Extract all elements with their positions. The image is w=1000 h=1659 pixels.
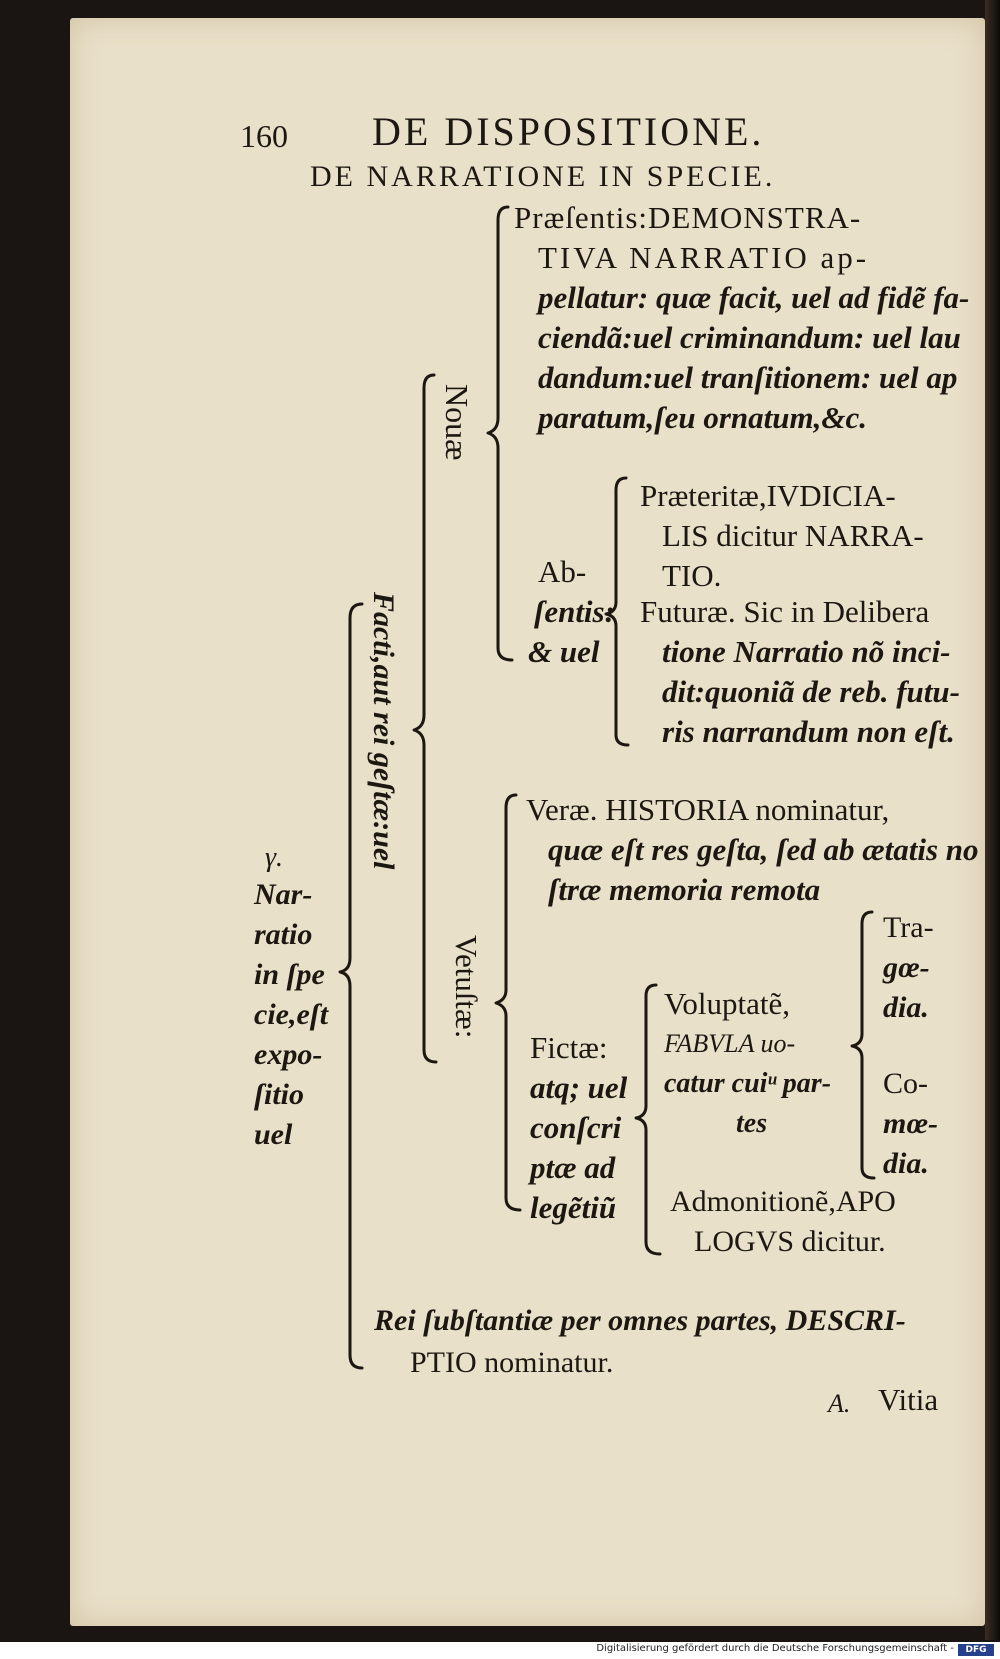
root-sigil: γ.: [265, 842, 284, 873]
futurae-line: tione Narratio nõ inci-: [662, 634, 951, 669]
root-line: ratio: [254, 918, 313, 951]
root-narratio: Nar- ratio in ſpe cie,eſt expo- ſitio ue…: [254, 875, 328, 1155]
absentis-line: & uel: [528, 634, 600, 669]
praeteritae-block: Præteritæ,IVDICIA- LIS dicitur NARRA- TI…: [640, 476, 924, 596]
page-number: 160: [240, 118, 288, 154]
admonitione-line: Admonitionẽ,APO: [670, 1185, 896, 1218]
tragoedia-line: dia.: [883, 991, 929, 1024]
tragoedia-line: gœ-: [883, 951, 930, 984]
verae-line: quæ eſt res geſta, ſed ab ætatis no: [548, 832, 979, 867]
digitization-footer: Digitalisierung gefördert durch die Deut…: [0, 1642, 1000, 1659]
praesentis-line: dandum:uel tranſitionem: uel ap: [538, 360, 958, 395]
futurae-line: Futuræ. Sic in Delibera: [640, 594, 930, 629]
tragoedia-line: Tra-: [883, 911, 934, 944]
praesentis-block: Præſentis:DEMONSTRA- TIVA NARRATIO ap- p…: [514, 198, 969, 438]
comoedia-block: Co- mœ- dia.: [883, 1064, 938, 1184]
praeteritae-line: TIO.: [662, 558, 722, 593]
praesentis-line: TIVA NARRATIO ap-: [538, 240, 870, 275]
fictae-line: Fictæ:: [530, 1030, 608, 1065]
footer-text: Digitalisierung gefördert durch die Deut…: [596, 1643, 954, 1654]
comoedia-line: Co-: [883, 1067, 928, 1100]
praesentis-line: Præſentis:DEMONSTRA-: [514, 200, 862, 235]
praesentis-line: ciendã:uel criminandum: uel lau: [538, 320, 961, 355]
praeteritae-line: LIS dicitur NARRA-: [662, 518, 924, 553]
futurae-block: Futuræ. Sic in Delibera tione Narratio n…: [640, 592, 960, 752]
verae-block: Veræ. HISTORIA nominatur, quæ eſt res ge…: [526, 790, 979, 910]
admonitione-line: LOGVS dicitur.: [694, 1225, 886, 1258]
futurae-line: dit:quoniã de reb. futu-: [662, 674, 960, 709]
praesentis-line: pellatur: quæ facit, uel ad fidẽ fa-: [538, 280, 970, 315]
book-page: [70, 18, 985, 1626]
absentis-line: Ab-: [538, 554, 587, 589]
comoedia-line: mœ-: [883, 1107, 938, 1140]
root-line: in ſpe: [254, 958, 325, 991]
dfg-logo: DFG: [958, 1644, 994, 1656]
descriptio-block: Rei ſubſtantiæ per omnes partes, DESCRI-…: [374, 1300, 906, 1384]
root-line: expo-: [254, 1038, 323, 1071]
branch-vetustae: Vetuſtæ:: [449, 935, 484, 1039]
running-title: DE DISPOSITIONE.: [372, 109, 765, 154]
voluptate-block: Voluptatẽ, FABVLA uo- catur cuiᵘ par- te…: [664, 984, 831, 1144]
root-line: uel: [254, 1118, 293, 1151]
admonitione-block: Admonitionẽ,APO LOGVS dicitur.: [670, 1182, 896, 1262]
branch-nouae: Nouæ: [439, 384, 475, 461]
book-spine: [985, 0, 1000, 1640]
fictae-line: conſcri: [530, 1110, 622, 1145]
futurae-line: ris narrandum non eſt.: [662, 714, 955, 749]
verae-line: Veræ. HISTORIA nominatur,: [526, 792, 890, 827]
descriptio-line: Rei ſubſtantiæ per omnes partes, DESCRI-: [374, 1304, 906, 1337]
voluptate-line: FABVLA uo-: [664, 1029, 796, 1058]
fictae-line: ptæ ad: [530, 1150, 616, 1185]
verae-line: ſtræ memoria remota: [548, 872, 821, 907]
voluptate-line: Voluptatẽ,: [664, 986, 790, 1021]
praeteritae-line: Præteritæ,IVDICIA-: [640, 478, 896, 513]
root-line: Nar-: [254, 878, 313, 911]
section-title: DE NARRATIONE IN SPECIE.: [310, 160, 776, 193]
comoedia-line: dia.: [883, 1147, 929, 1180]
fictae-block: Fictæ: atq; uel conſcri ptæ ad legẽtiũ: [530, 1028, 627, 1228]
tragoedia-block: Tra- gœ- dia.: [883, 908, 934, 1028]
signature-mark: A.: [828, 1389, 851, 1418]
absentis-line: ſentis:: [534, 594, 615, 629]
descriptio-line: PTIO nominatur.: [410, 1346, 614, 1379]
absentis-block: Ab- ſentis: & uel: [528, 552, 615, 672]
fictae-line: legẽtiũ: [530, 1190, 617, 1225]
voluptate-line: catur cuiᵘ par-: [664, 1068, 832, 1099]
root-line: ſitio: [254, 1078, 304, 1111]
voluptate-line: tes: [736, 1108, 768, 1139]
praesentis-line: paratum,ſeu ornatum,&c.: [538, 400, 867, 435]
branch-facti: Facti,aut rei geſtæ:uel: [367, 592, 400, 870]
root-line: cie,eſt: [254, 998, 329, 1031]
catchword: Vitia: [878, 1382, 939, 1417]
fictae-line: atq; uel: [530, 1070, 628, 1105]
